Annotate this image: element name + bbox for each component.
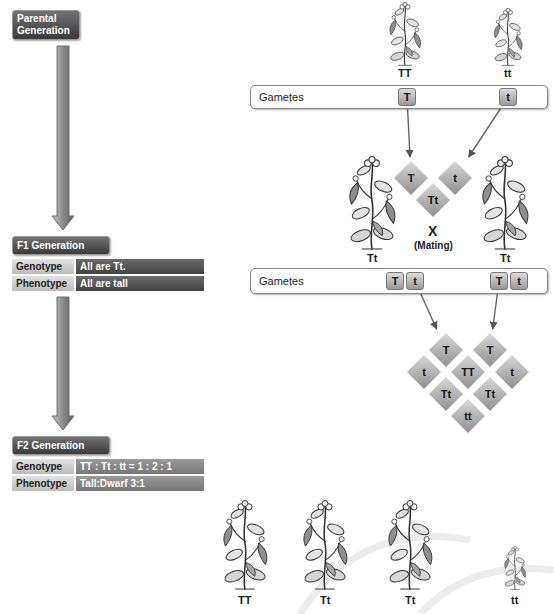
- cell-text: T: [496, 275, 503, 287]
- cell-text: T: [443, 344, 450, 356]
- allele-tile: t: [499, 88, 517, 106]
- cell-text: Genotype: [16, 461, 62, 473]
- pea-plant: [223, 500, 266, 590]
- pea-plant: [494, 8, 522, 66]
- row-key-cell: Genotype: [12, 259, 74, 274]
- watermark-arc: [420, 568, 554, 614]
- cell-text: T: [392, 275, 399, 287]
- cell-text: t: [510, 366, 514, 378]
- cell-text: T: [404, 91, 411, 103]
- genotype-label: TT: [238, 594, 251, 606]
- row-key-cell: Genotype: [12, 459, 74, 474]
- allele-tile: T: [386, 272, 404, 290]
- gametes-box: Gametes Tt: [250, 85, 548, 109]
- cross-symbol: X: [428, 223, 437, 239]
- cell-text: TT : Tt : tt = 1 : 2 : 1: [80, 461, 172, 473]
- pea-plant: [482, 157, 527, 250]
- allele-tile: T: [398, 88, 416, 106]
- generation-arrow: [52, 46, 74, 230]
- gamete-arrow: [493, 291, 498, 329]
- generation-heading: F1 Generation: [12, 236, 110, 255]
- cell-text: All are Tt.: [80, 261, 126, 273]
- genotype-label: Tt: [405, 594, 415, 606]
- generation-heading: F2 Generation: [12, 436, 110, 455]
- generation-arrow: [52, 297, 74, 430]
- diamond-shape: [415, 182, 451, 218]
- cell-text: Phenotype: [16, 278, 67, 290]
- cell-text: t: [453, 172, 457, 184]
- row-value-cell: TT : Tt : tt = 1 : 2 : 1: [76, 459, 204, 474]
- cell-text: Phenotype: [16, 478, 67, 490]
- cell-text: Tt: [428, 194, 438, 206]
- allele-diamond: Tt: [414, 181, 452, 219]
- cell-text: T: [487, 344, 494, 356]
- row-value-cell: All are Tt.: [76, 259, 204, 274]
- heading-text: F1 Generation: [17, 240, 84, 252]
- dwarf-pea-plant: [504, 546, 525, 590]
- pea-plant: [349, 157, 394, 250]
- genotype-label: Tt: [500, 252, 510, 264]
- gametes-box: Gametes Tt Tt: [250, 268, 548, 294]
- genotype-label: tt: [511, 594, 518, 606]
- allele-tile: t: [510, 272, 528, 290]
- pea-plant: [303, 500, 346, 590]
- row-key-cell: Phenotype: [12, 276, 74, 291]
- generation-heading: Parental Generation: [12, 10, 80, 40]
- cell-text: Tall:Dwarf 3:1: [80, 478, 145, 490]
- cross-caption: (Mating): [414, 240, 453, 251]
- allele-diamond: tt: [449, 397, 487, 435]
- genotype-label: Tt: [367, 252, 377, 264]
- cell-text: t: [413, 275, 417, 287]
- genotype-label: Tt: [320, 594, 330, 606]
- cell-text: Tt: [485, 388, 495, 400]
- pea-plant: [388, 500, 431, 590]
- diamond-shape: [450, 398, 486, 434]
- cell-text: T: [408, 172, 415, 184]
- cell-text: Genotype: [16, 261, 62, 273]
- gamete-arrow: [408, 107, 411, 157]
- heading-text: Parental Generation: [17, 13, 75, 37]
- cell-text: t: [422, 366, 426, 378]
- cell-text: TT: [461, 366, 474, 378]
- heading-text: F2 Generation: [17, 440, 84, 452]
- genotype-label: TT: [398, 67, 411, 79]
- box-title: Gametes: [259, 275, 304, 287]
- gamete-arrow: [420, 291, 437, 329]
- box-title: Gametes: [259, 91, 304, 103]
- cell-text: All are tall: [80, 278, 128, 290]
- gamete-arrow: [469, 107, 502, 157]
- genotype-label: tt: [504, 67, 511, 79]
- pea-plant: [390, 2, 421, 66]
- row-value-cell: Tall:Dwarf 3:1: [76, 476, 204, 491]
- cell-text: t: [517, 275, 521, 287]
- cell-text: tt: [464, 410, 471, 422]
- cell-text: t: [506, 91, 510, 103]
- row-key-cell: Phenotype: [12, 476, 74, 491]
- row-value-cell: All are tall: [76, 276, 204, 291]
- allele-tile: T: [490, 272, 508, 290]
- allele-tile: t: [406, 272, 424, 290]
- cell-text: Tt: [441, 388, 451, 400]
